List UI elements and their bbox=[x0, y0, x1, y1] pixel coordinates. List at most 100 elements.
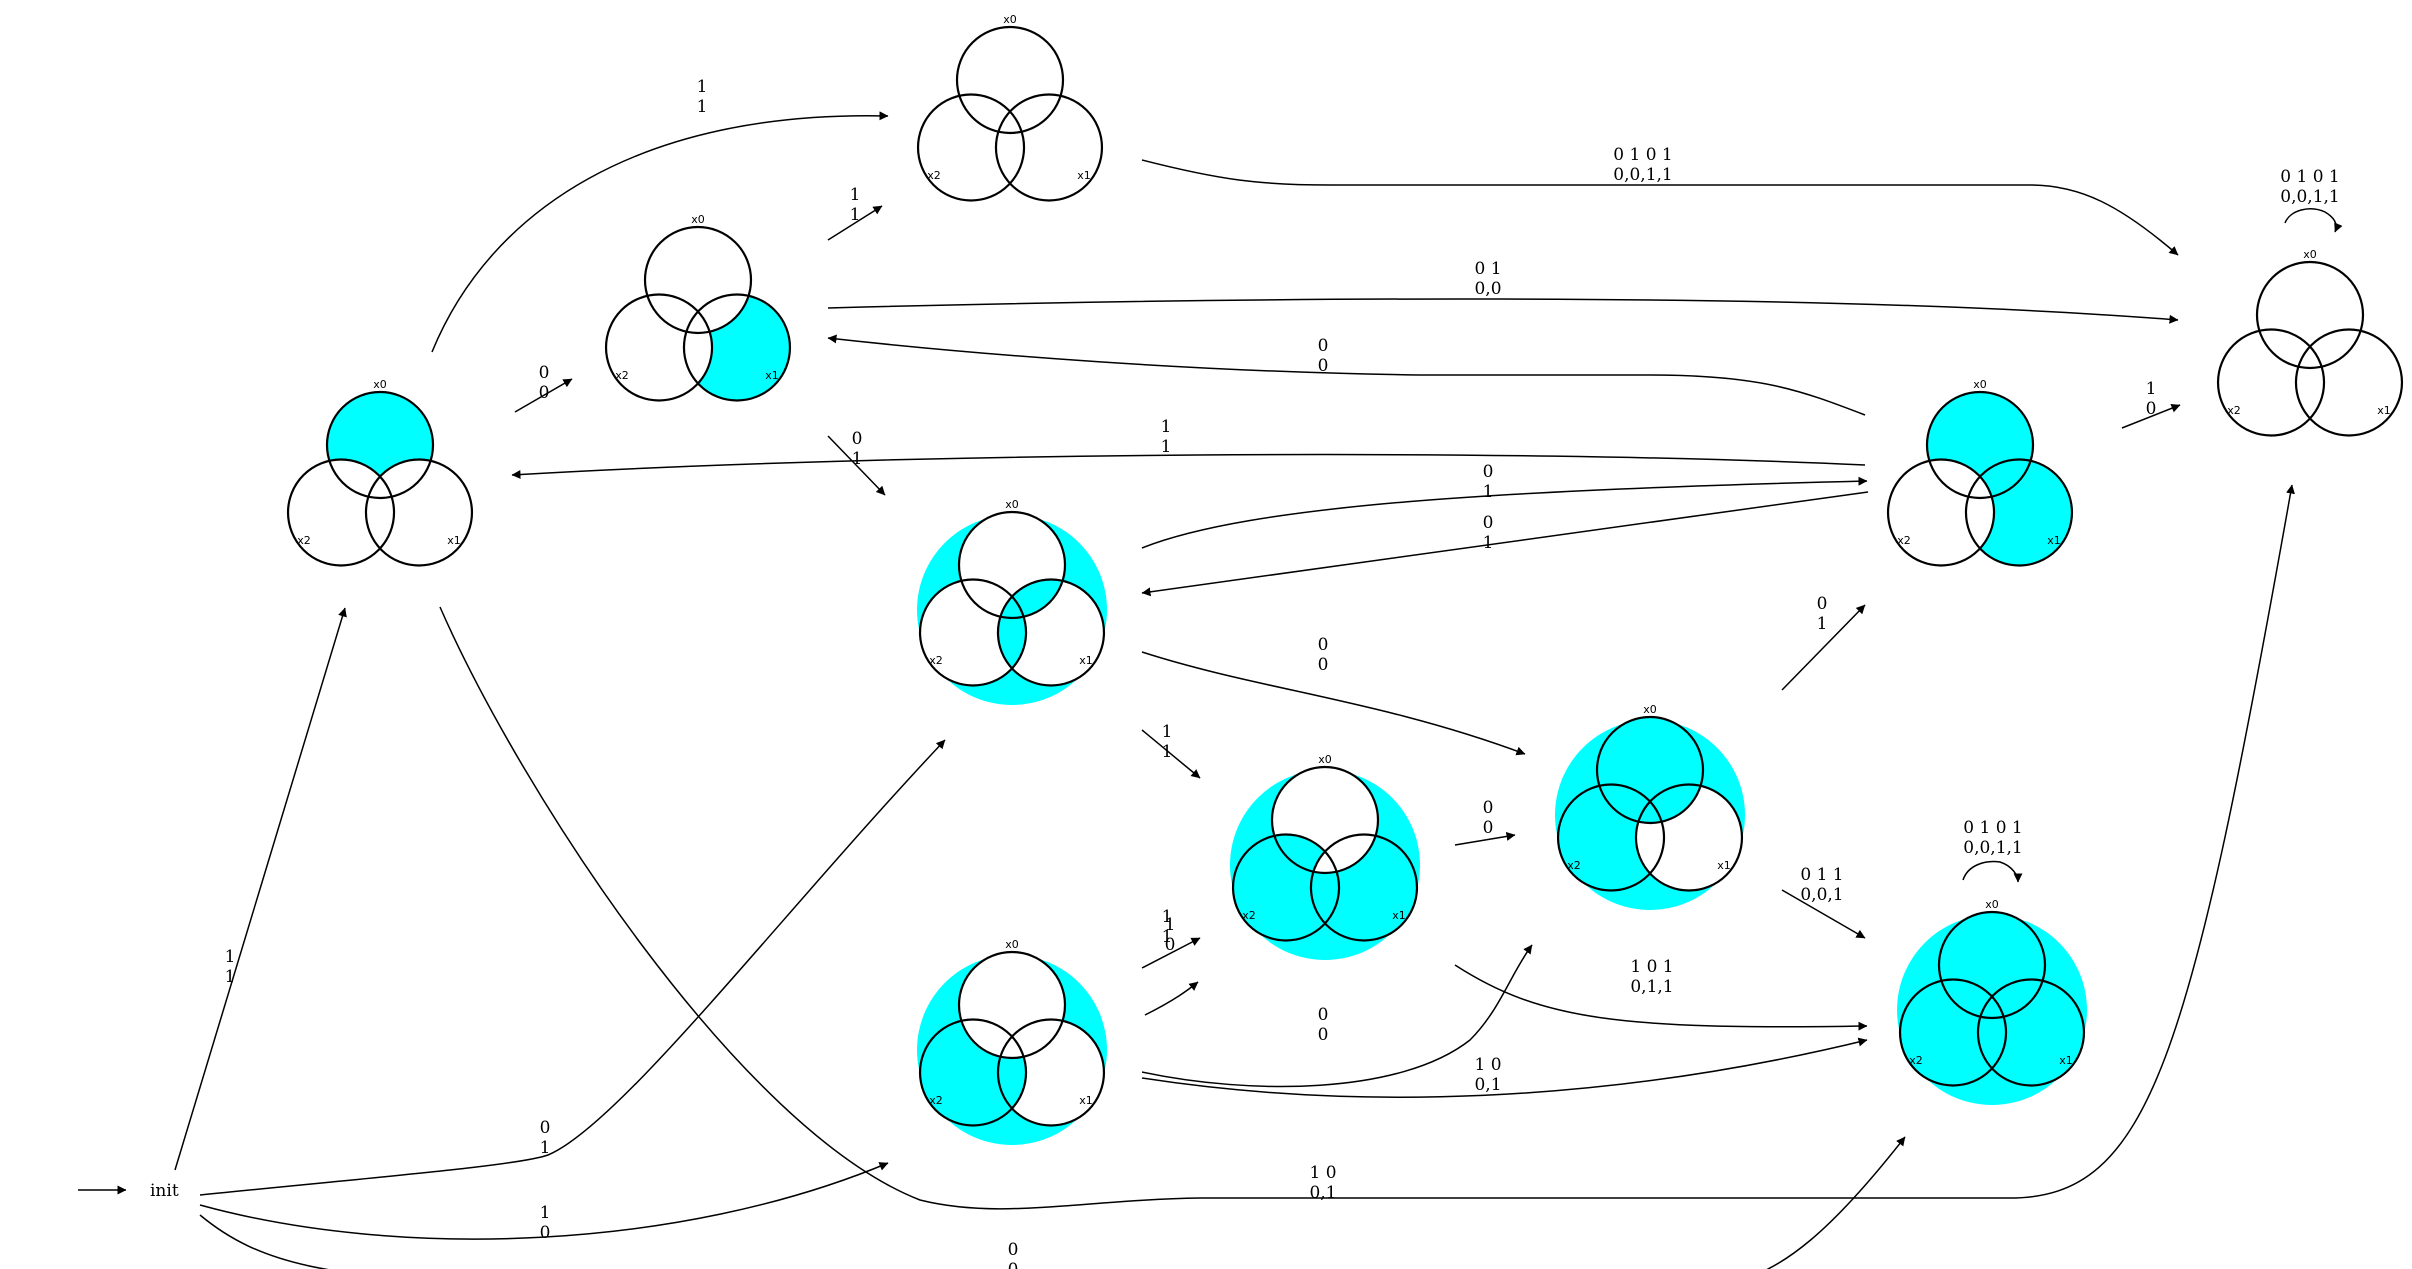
edge-path[interactable] bbox=[439, 484, 2295, 1210]
edge-13[interactable]: 11 bbox=[511, 417, 1866, 479]
edge-label-output: 0,1 bbox=[1309, 1183, 1336, 1203]
edge-label-input: 0 bbox=[1318, 1005, 1329, 1025]
edge-label-input: 0 1 0 1 bbox=[1613, 145, 1672, 165]
edge-label-output: 1 bbox=[697, 97, 708, 117]
edge-label-input: 0 bbox=[1483, 798, 1494, 818]
venn-circle-x2 bbox=[918, 1018, 1028, 1127]
edge-path[interactable] bbox=[1141, 491, 1869, 597]
edge-label-output: 1 bbox=[1162, 927, 1173, 947]
venn-label-x0: x0 bbox=[373, 378, 387, 391]
edge-6[interactable]: 01 bbox=[827, 429, 886, 496]
edge-9[interactable]: 0 1 0 10,0,1,1 bbox=[1141, 145, 2179, 256]
venn-circle-x0 bbox=[2255, 260, 2365, 370]
edge-label-output: 1 bbox=[540, 1138, 551, 1158]
edge-path[interactable] bbox=[1781, 889, 1866, 939]
edge-0[interactable]: 11 bbox=[174, 607, 347, 1171]
venn-circle-x1 bbox=[996, 578, 1106, 687]
edge-path[interactable] bbox=[1141, 476, 1868, 549]
edge-label-input: 0 bbox=[540, 1118, 551, 1138]
region-x2 bbox=[1558, 784, 1665, 891]
edge-path[interactable] bbox=[827, 298, 2179, 324]
venn-label-x2: x2 bbox=[1242, 909, 1256, 922]
edge-27[interactable]: 0 1 10,0,1 bbox=[1781, 865, 1866, 939]
edge-11[interactable]: 0 10,0 bbox=[827, 259, 2179, 324]
edge-12[interactable]: 00 bbox=[827, 334, 1866, 416]
venn-circle-x1 bbox=[1634, 783, 1744, 892]
edge-25[interactable]: 1 0 10,1,1 bbox=[1454, 957, 1868, 1031]
edge-18[interactable]: 00 bbox=[1141, 635, 1526, 756]
edge-path[interactable] bbox=[174, 607, 347, 1171]
edge-label-input: 1 bbox=[850, 185, 861, 205]
initial-label: init bbox=[150, 1181, 179, 1201]
edge-path[interactable] bbox=[827, 435, 886, 496]
edge-7[interactable]: 10 bbox=[1144, 915, 1199, 1016]
venn-circle-x2 bbox=[604, 293, 714, 402]
edge-label-output: 0 bbox=[1165, 935, 1176, 955]
edge-label-output: 0 bbox=[1318, 655, 1329, 675]
venn-circle-x2 bbox=[916, 93, 1026, 202]
edge-label-input: 1 bbox=[1162, 722, 1173, 742]
edge-20[interactable]: 0 1 0 10,0,1,1 bbox=[1962, 818, 2023, 883]
edge-16[interactable]: 10 bbox=[2121, 379, 2181, 429]
edge-path[interactable] bbox=[1141, 159, 2179, 256]
edge-path[interactable] bbox=[199, 739, 946, 1196]
edge-label-input: 0 1 0 1 bbox=[2280, 167, 2339, 187]
edge-path[interactable] bbox=[1141, 937, 1201, 969]
venn-circle-x1 bbox=[1964, 458, 2074, 567]
edge-4[interactable]: 11 bbox=[431, 77, 889, 353]
venn-circle-x0 bbox=[957, 950, 1067, 1060]
edge-path[interactable] bbox=[199, 1136, 1906, 1269]
edge-path[interactable] bbox=[827, 205, 883, 241]
edge-path[interactable] bbox=[1454, 964, 1868, 1031]
edge-path[interactable] bbox=[1962, 860, 2023, 883]
edge-label-output: 1 bbox=[1817, 614, 1828, 634]
edge-path[interactable] bbox=[827, 334, 1866, 416]
edge-2[interactable]: 10 bbox=[199, 1162, 889, 1243]
edge-5[interactable]: 00 bbox=[514, 363, 573, 413]
edge-path[interactable] bbox=[2284, 208, 2343, 233]
venn-label-x2: x2 bbox=[615, 369, 629, 382]
venn-label-x1: x1 bbox=[2059, 1054, 2073, 1067]
region-x1 bbox=[683, 294, 790, 401]
edge-path[interactable] bbox=[199, 1162, 889, 1240]
edge-17[interactable]: 0 1 0 10,0,1,1 bbox=[2280, 167, 2343, 233]
edge-10[interactable]: 11 bbox=[827, 185, 883, 241]
edge-22[interactable]: 00 bbox=[1141, 944, 1533, 1088]
edge-14[interactable]: 01 bbox=[1141, 462, 1868, 549]
edge-24[interactable]: 00 bbox=[1454, 798, 1516, 846]
edge-path[interactable] bbox=[1144, 981, 1199, 1016]
edge-path[interactable] bbox=[1141, 651, 1526, 756]
edge-path[interactable] bbox=[1141, 944, 1533, 1088]
edge-1[interactable]: 01 bbox=[199, 739, 946, 1196]
region-x0x2 bbox=[1272, 834, 1340, 873]
edge-26[interactable]: 01 bbox=[1781, 594, 1866, 691]
venn-circle-x0 bbox=[1925, 390, 2035, 500]
edge-23[interactable]: 1 00,1 bbox=[1141, 1037, 1868, 1098]
edge-path[interactable] bbox=[2121, 403, 2181, 429]
edge-path[interactable] bbox=[1141, 729, 1201, 779]
edge-path[interactable] bbox=[514, 378, 573, 413]
edge-3[interactable]: 00 bbox=[199, 1136, 1906, 1269]
edge-path[interactable] bbox=[511, 453, 1866, 479]
edge-path[interactable] bbox=[1454, 831, 1516, 846]
edge-path[interactable] bbox=[1141, 1037, 1868, 1098]
edge-8[interactable]: 1 0 0,1 bbox=[439, 484, 2295, 1210]
venn-label-x1: x1 bbox=[1079, 654, 1093, 667]
edge-19[interactable]: 11 bbox=[1141, 722, 1201, 779]
edge-path[interactable] bbox=[1781, 604, 1866, 691]
edge-label-input: 0 bbox=[1318, 635, 1329, 655]
edge-15[interactable]: 01 bbox=[1141, 491, 1869, 597]
edge-path[interactable] bbox=[431, 111, 889, 353]
edge-21[interactable]: 11 bbox=[1141, 907, 1201, 969]
venn-circle-x2 bbox=[286, 458, 396, 567]
